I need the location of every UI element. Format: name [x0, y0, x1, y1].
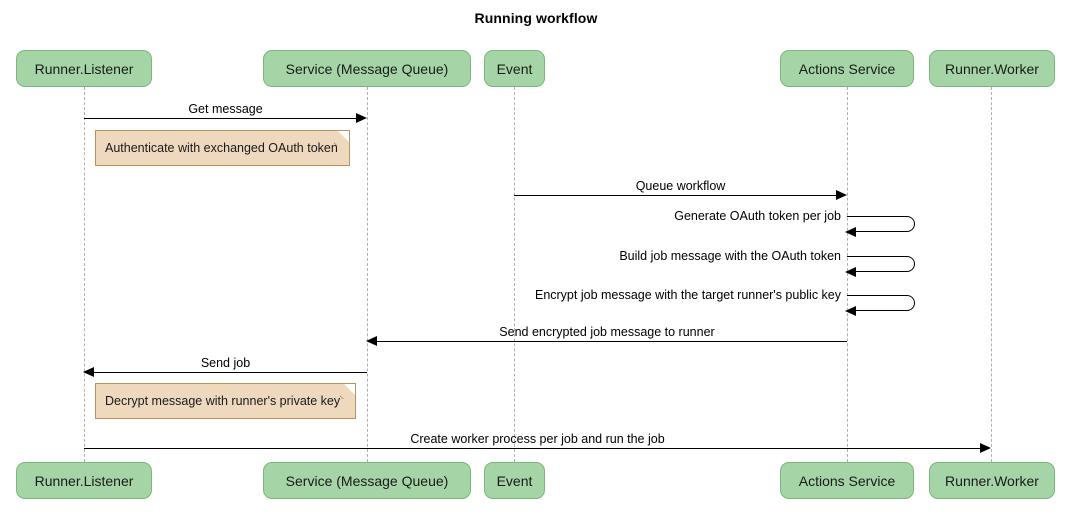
message-label-generate-token: Generate OAuth token per job	[674, 209, 841, 223]
participant-runner-worker-top[interactable]: Runner.Worker	[929, 50, 1055, 87]
note-decrypt: Decrypt message with runner's private ke…	[95, 383, 356, 419]
participant-event-bottom[interactable]: Event	[484, 462, 545, 499]
lifeline-runner-listener	[84, 87, 85, 462]
lifeline-runner-worker	[991, 87, 992, 462]
message-label-create-worker: Create worker process per job and run th…	[410, 432, 665, 446]
participant-service-mq-bottom[interactable]: Service (Message Queue)	[263, 462, 471, 499]
participant-runner-listener-top[interactable]: Runner.Listener	[16, 50, 152, 87]
message-label-send-encrypted: Send encrypted job message to runner	[499, 325, 715, 339]
message-label-get-message: Get message	[188, 102, 263, 116]
note-fold-icon	[344, 384, 355, 395]
message-arrowhead-send-encrypted	[366, 336, 377, 346]
message-line-queue-workflow	[514, 195, 843, 196]
message-arrowhead-get-message	[356, 113, 367, 123]
message-arrowhead-build-job-message	[845, 267, 856, 277]
note-fold-icon	[338, 131, 349, 142]
message-line-get-message	[84, 118, 363, 119]
message-selfloop-generate-token	[847, 216, 915, 232]
message-label-encrypt-job: Encrypt job message with the target runn…	[534, 288, 841, 302]
message-arrowhead-queue-workflow	[836, 190, 847, 200]
note-authenticate-label: Authenticate with exchanged OAuth token	[105, 141, 338, 155]
lifeline-service-mq	[367, 87, 368, 462]
message-arrowhead-send-job	[83, 367, 94, 377]
message-label-send-job: Send job	[200, 356, 251, 370]
participant-event-top[interactable]: Event	[484, 50, 545, 87]
message-arrowhead-encrypt-job	[845, 306, 856, 316]
message-label-queue-workflow: Queue workflow	[635, 179, 726, 193]
message-selfloop-encrypt-job	[847, 295, 915, 311]
message-selfloop-build-job-message	[847, 256, 915, 272]
lifeline-event	[514, 87, 515, 462]
message-line-send-encrypted	[371, 341, 847, 342]
message-arrowhead-create-worker	[980, 443, 991, 453]
message-line-create-worker	[84, 448, 987, 449]
participant-runner-worker-bottom[interactable]: Runner.Worker	[929, 462, 1055, 499]
message-arrowhead-generate-token	[845, 227, 856, 237]
participant-actions-service-top[interactable]: Actions Service	[780, 50, 914, 87]
note-decrypt-label: Decrypt message with runner's private ke…	[105, 394, 341, 408]
message-line-send-job	[88, 372, 367, 373]
page-title: Running workflow	[474, 10, 598, 26]
participant-service-mq-top[interactable]: Service (Message Queue)	[263, 50, 471, 87]
participant-actions-service-bottom[interactable]: Actions Service	[780, 462, 914, 499]
note-authenticate: Authenticate with exchanged OAuth token	[95, 130, 350, 166]
message-label-build-job-message: Build job message with the OAuth token	[619, 249, 841, 263]
participant-runner-listener-bottom[interactable]: Runner.Listener	[16, 462, 152, 499]
